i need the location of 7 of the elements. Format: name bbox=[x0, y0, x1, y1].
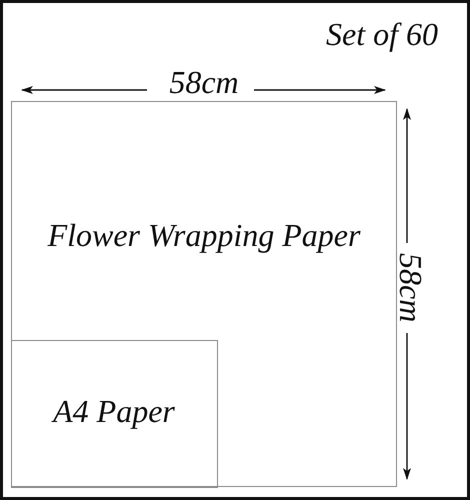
dimension-label: 58cm bbox=[395, 252, 427, 325]
sheet-label: Flower Wrapping Paper bbox=[46, 219, 362, 251]
quantity-note: Set of 60 bbox=[326, 18, 438, 50]
sheet-label: A4 Paper bbox=[50, 395, 176, 427]
wrapping-paper-sheet bbox=[11, 101, 397, 487]
a4-paper-sheet bbox=[10, 340, 218, 488]
dimension-label: 58cm bbox=[168, 66, 240, 98]
